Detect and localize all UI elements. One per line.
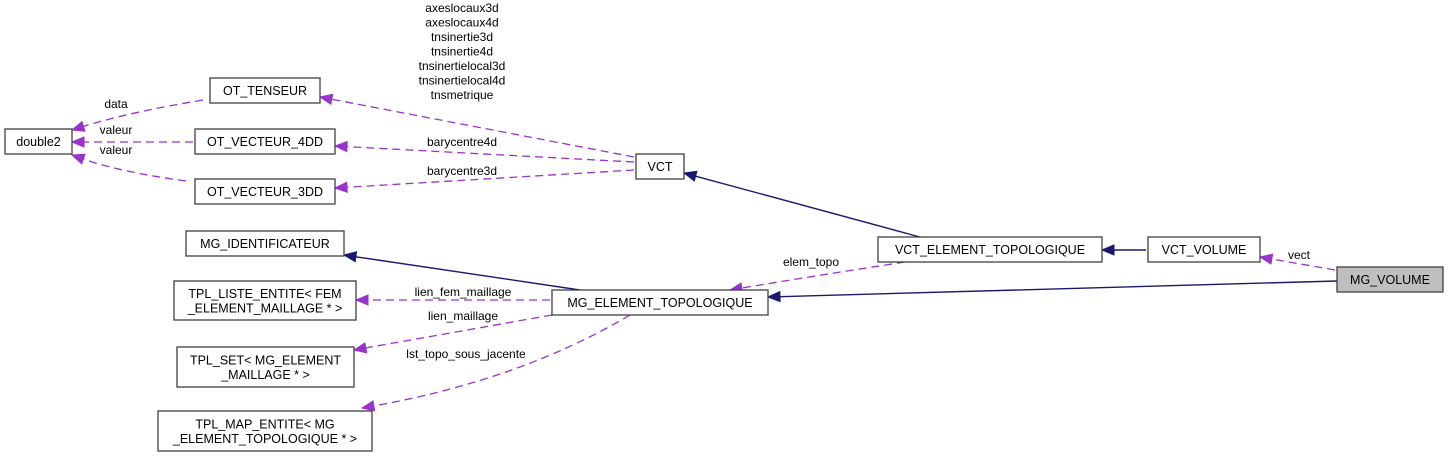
edges-layer <box>70 93 1338 412</box>
edge-label: vect <box>1288 248 1311 262</box>
node-label: MG_ELEMENT_TOPOLOGIQUE <box>567 296 752 310</box>
node-box[interactable] <box>635 153 685 180</box>
edge-ot-tenseur-to-double2 <box>83 99 204 128</box>
node-box[interactable] <box>1147 236 1261 263</box>
edge-label-line: barycentre4d <box>427 135 497 149</box>
node-label: VCT_VOLUME <box>1162 243 1247 257</box>
edge-vct-element-topologique-to-vct-arrowhead-icon <box>682 170 698 182</box>
node-label: double2 <box>16 135 61 149</box>
node-box[interactable] <box>157 410 373 452</box>
node-box[interactable] <box>209 77 321 104</box>
edge-vct-to-ot-vecteur-4dd <box>346 145 635 163</box>
edge-mg-element-topologique-to-tpl-map-entite-arrowhead-icon <box>360 400 376 412</box>
edge-label: valeur <box>100 123 133 137</box>
edge-mg-volume-to-mg-element-topologique-arrowhead-icon <box>766 290 781 303</box>
edge-label-line: tnsinertie4d <box>431 45 493 59</box>
edge-vct-volume-to-vct-element-topologique-arrowhead-icon <box>1100 244 1115 256</box>
edge-mg-element-topologique-to-tpl-liste-entite-arrowhead-icon <box>354 294 369 306</box>
edge-label-line: data <box>104 97 128 111</box>
edge-mg-volume-to-vct-volume <box>1271 258 1336 271</box>
edge-vct-to-ot-vecteur-4dd-arrowhead-icon <box>333 140 348 153</box>
edge-ot-tenseur-to-double2-arrowhead-icon <box>70 120 86 132</box>
edge-label-line: axeslocaux3d <box>425 1 498 15</box>
edge-mg-element-topologique-to-tpl-set <box>365 314 553 349</box>
edge-mg-element-topologique-to-mg-identificateur-arrowhead-icon <box>342 251 358 263</box>
edge-label: valeur <box>100 143 133 157</box>
edge-label: data <box>104 97 128 111</box>
node-tpl-liste-entite[interactable]: TPL_LISTE_ENTITE< FEM_ELEMENT_MAILLAGE *… <box>173 280 357 321</box>
edge-label-line: axeslocaux4d <box>425 16 498 30</box>
node-mg-element-topologique[interactable]: MG_ELEMENT_TOPOLOGIQUE <box>551 289 769 316</box>
edge-label-line: lst_topo_sous_jacente <box>406 347 526 361</box>
node-tpl-map-entite[interactable]: TPL_MAP_ENTITE< MG_ELEMENT_TOPOLOGIQUE *… <box>157 410 373 452</box>
node-vct-element-topologique[interactable]: VCT_ELEMENT_TOPOLOGIQUE <box>877 236 1103 263</box>
edge-vct-to-ot-vecteur-3dd <box>346 169 635 188</box>
node-label: TPL_LISTE_ENTITE< FEM <box>188 287 341 301</box>
edge-label-line: lien_maillage <box>428 309 498 323</box>
node-label: TPL_SET< MG_ELEMENT <box>190 353 341 367</box>
edge-label-line: barycentre3d <box>427 164 497 178</box>
edge-vct-element-topologique-to-mg-element-topologique <box>741 261 906 289</box>
node-label: _MAILLAGE * > <box>220 368 310 382</box>
node-mg-identificateur[interactable]: MG_IDENTIFICATEUR <box>185 230 345 257</box>
edge-mg-element-topologique-to-tpl-map-entite <box>373 314 631 407</box>
node-label: OT_VECTEUR_3DD <box>207 185 323 199</box>
edge-vct-to-ot-vecteur-3dd-arrowhead-icon <box>333 181 348 193</box>
edge-label-line: tnsmetrique <box>431 88 494 102</box>
node-box[interactable] <box>1336 266 1444 293</box>
edge-label-line: valeur <box>100 143 133 157</box>
edge-ot-vecteur-3dd-to-double2-arrowhead-icon <box>70 153 86 165</box>
node-label: _ELEMENT_MAILLAGE * > <box>187 301 343 315</box>
node-box[interactable] <box>185 230 345 257</box>
node-label: TPL_MAP_ENTITE< MG <box>195 417 334 431</box>
edge-label-line: vect <box>1288 248 1311 262</box>
node-box[interactable] <box>173 280 357 321</box>
node-label: VCT <box>648 160 673 174</box>
node-box[interactable] <box>176 346 355 388</box>
node-label: VCT_ELEMENT_TOPOLOGIQUE <box>895 243 1085 257</box>
node-box[interactable] <box>4 128 73 155</box>
node-label: OT_TENSEUR <box>223 84 307 98</box>
node-ot-tenseur[interactable]: OT_TENSEUR <box>209 77 321 104</box>
edge-label-line: tnsinertie3d <box>431 30 493 44</box>
edge-vct-to-ot-tenseur-arrowhead-icon <box>318 93 334 105</box>
nodes-layer: double2 OT_TENSEUR OT_VECTEUR_4DD OT_VECTEU… <box>4 77 1444 452</box>
edge-label: barycentre3d <box>427 164 497 178</box>
edge-label: barycentre4d <box>427 135 497 149</box>
edge-label: lst_topo_sous_jacente <box>406 347 526 361</box>
node-label: _ELEMENT_TOPOLOGIQUE * > <box>172 432 357 446</box>
edge-label: elem_topo <box>783 255 839 269</box>
edge-mg-volume-to-vct-volume-arrowhead-icon <box>1258 253 1274 265</box>
edge-label-line: lien_fem_maillage <box>415 285 512 299</box>
edge-label-line: tnsinertielocal3d <box>419 59 506 73</box>
node-label: MG_VOLUME <box>1350 273 1430 287</box>
node-tpl-set[interactable]: TPL_SET< MG_ELEMENT_MAILLAGE * > <box>176 346 355 388</box>
node-ot-vecteur-4dd[interactable]: OT_VECTEUR_4DD <box>194 128 336 155</box>
node-double2[interactable]: double2 <box>4 128 73 155</box>
node-vct-volume[interactable]: VCT_VOLUME <box>1147 236 1261 263</box>
node-box[interactable] <box>551 289 769 316</box>
node-mg-volume[interactable]: MG_VOLUME <box>1336 266 1444 293</box>
edge-label-line: valeur <box>100 123 133 137</box>
edge-mg-element-topologique-to-mg-identificateur <box>355 256 581 291</box>
edge-ot-vecteur-4dd-to-double2-arrowhead-icon <box>70 136 85 148</box>
node-label: MG_IDENTIFICATEUR <box>200 237 330 251</box>
edge-label: lien_maillage <box>428 309 498 323</box>
edge-mg-element-topologique-to-tpl-set-arrowhead-icon <box>352 342 368 354</box>
edge-label: lien_fem_maillage <box>415 285 512 299</box>
edge-vct-element-topologique-to-vct <box>695 175 921 238</box>
node-box[interactable] <box>194 178 336 205</box>
node-label: OT_VECTEUR_4DD <box>207 135 323 149</box>
node-vct[interactable]: VCT <box>635 153 685 180</box>
node-box[interactable] <box>877 236 1103 263</box>
edge-mg-volume-to-mg-element-topologique <box>779 280 1338 298</box>
edge-label-line: tnsinertielocal4d <box>419 74 506 88</box>
edge-label-line: elem_topo <box>783 255 839 269</box>
node-box[interactable] <box>194 128 336 155</box>
edge-ot-vecteur-3dd-to-double2 <box>83 158 187 182</box>
node-ot-vecteur-3dd[interactable]: OT_VECTEUR_3DD <box>194 178 336 205</box>
